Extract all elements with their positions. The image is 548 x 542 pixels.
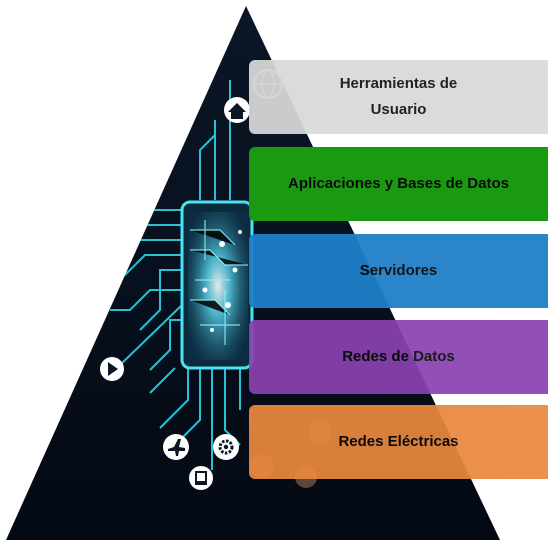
layer-data-networks: Redes de Datos — [249, 320, 548, 394]
layer-electrical-networks-label: Redes Eléctricas — [338, 433, 459, 450]
book-icon — [189, 466, 213, 490]
layer-applications-databases: Aplicaciones y Bases de Datos — [249, 147, 548, 221]
layer-data-networks-label: Redes de Datos — [342, 348, 455, 365]
home-icon — [224, 97, 250, 123]
layer-electrical-networks: Redes Eléctricas — [249, 405, 548, 479]
layer-user-tools-label-line2: Usuario — [370, 101, 427, 118]
layer-applications-label: Aplicaciones y Bases de Datos — [288, 175, 509, 192]
layer-user-tools-label-line1: Herramientas de — [339, 75, 458, 92]
layer-servers-label: Servidores — [359, 262, 438, 279]
circuit-traces — [95, 80, 241, 470]
play-icon — [100, 357, 124, 381]
airplane-icon — [163, 434, 189, 460]
layer-user-tools: Herramientas de Usuario — [249, 60, 548, 134]
gear-icon — [213, 434, 239, 460]
circuit-chip — [180, 200, 254, 370]
layer-servers: Servidores — [249, 234, 548, 308]
